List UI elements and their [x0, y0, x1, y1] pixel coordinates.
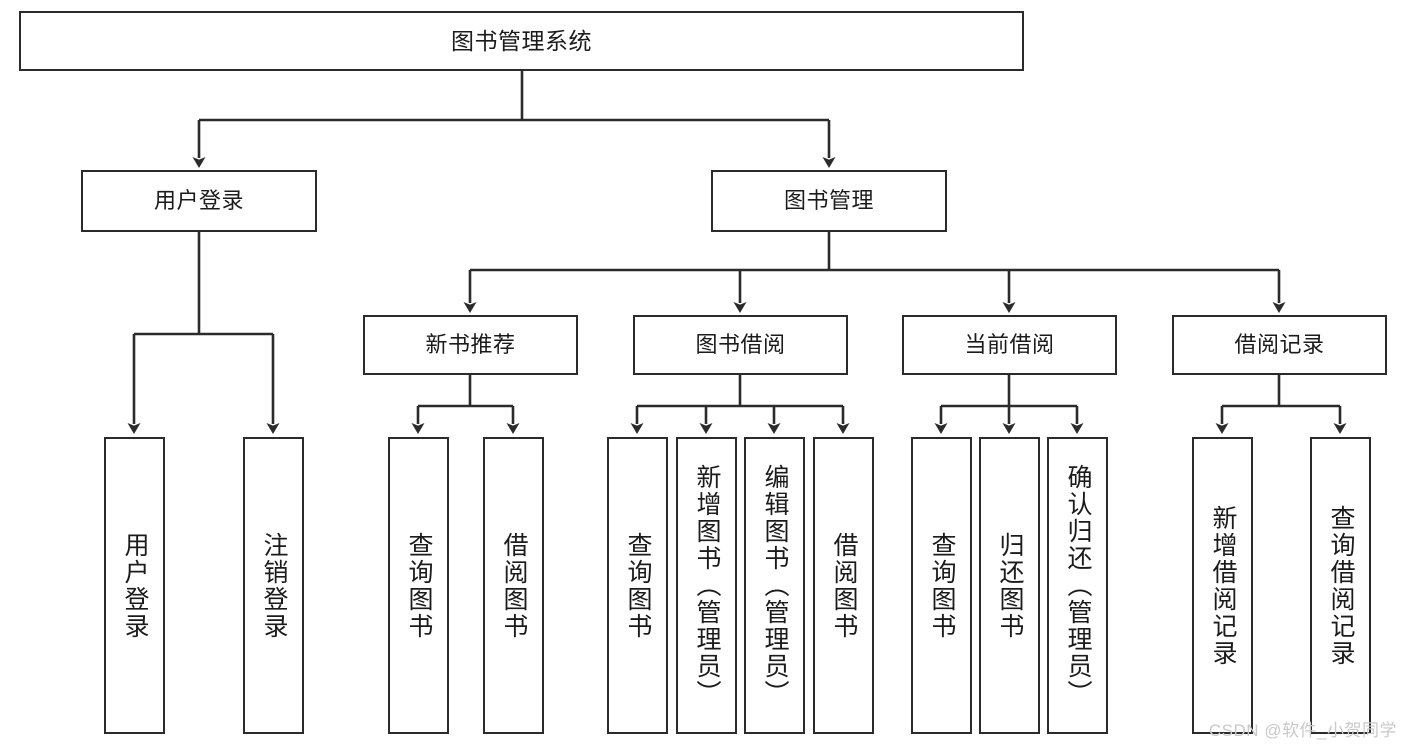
leaf-user-login-login-label: 用户登录	[121, 531, 149, 640]
leaf-current-borrow-query-label: 查询图书	[928, 531, 956, 640]
node-borrow-record-label: 借阅记录	[1234, 332, 1325, 358]
node-current-borrow-label: 当前借阅	[964, 332, 1055, 358]
leaf-current-borrow-confirm-return[interactable]: 确认归还（管理员）	[1047, 437, 1108, 734]
leaf-book-borrow-borrow-label: 借阅图书	[830, 531, 858, 640]
leaf-borrow-record-query[interactable]: 查询借阅记录	[1310, 437, 1371, 734]
leaf-current-borrow-return[interactable]: 归还图书	[979, 437, 1040, 734]
node-book-management-label: 图书管理	[783, 188, 874, 214]
leaf-book-borrow-query-label: 查询图书	[624, 531, 652, 640]
node-book-borrow-label: 图书借阅	[695, 332, 786, 358]
node-new-book-recommend-label: 新书推荐	[425, 332, 516, 358]
node-borrow-record[interactable]: 借阅记录	[1172, 315, 1387, 375]
leaf-book-borrow-query[interactable]: 查询图书	[607, 437, 668, 734]
leaf-current-borrow-return-label: 归还图书	[996, 531, 1024, 640]
node-current-borrow[interactable]: 当前借阅	[902, 315, 1117, 375]
leaf-book-borrow-borrow[interactable]: 借阅图书	[813, 437, 874, 734]
leaf-new-book-borrow-label: 借阅图书	[500, 531, 528, 640]
leaf-current-borrow-query[interactable]: 查询图书	[911, 437, 972, 734]
leaf-book-borrow-edit[interactable]: 编辑图书（管理员）	[744, 437, 805, 734]
leaf-borrow-record-query-label: 查询借阅记录	[1327, 504, 1355, 667]
node-root-system-label: 图书管理系统	[451, 27, 592, 54]
leaf-new-book-query[interactable]: 查询图书	[388, 437, 449, 734]
node-user-login-label: 用户登录	[153, 188, 244, 214]
leaf-borrow-record-add[interactable]: 新增借阅记录	[1192, 437, 1253, 734]
leaf-user-login-login[interactable]: 用户登录	[104, 437, 165, 734]
node-new-book-recommend[interactable]: 新书推荐	[363, 315, 578, 375]
leaf-book-borrow-add-label: 新增图书（管理员）	[693, 464, 721, 707]
node-book-management[interactable]: 图书管理	[711, 170, 947, 232]
node-book-borrow[interactable]: 图书借阅	[633, 315, 848, 375]
node-user-login[interactable]: 用户登录	[81, 170, 317, 232]
node-root-system[interactable]: 图书管理系统	[19, 11, 1024, 71]
leaf-new-book-borrow[interactable]: 借阅图书	[483, 437, 544, 734]
leaf-borrow-record-add-label: 新增借阅记录	[1209, 504, 1237, 667]
leaf-user-login-logout-label: 注销登录	[260, 531, 288, 640]
leaf-book-borrow-edit-label: 编辑图书（管理员）	[761, 464, 789, 707]
leaf-user-login-logout[interactable]: 注销登录	[243, 437, 304, 734]
leaf-new-book-query-label: 查询图书	[405, 531, 433, 640]
leaf-book-borrow-add[interactable]: 新增图书（管理员）	[676, 437, 737, 734]
leaf-current-borrow-confirm-return-label: 确认归还（管理员）	[1064, 464, 1092, 707]
